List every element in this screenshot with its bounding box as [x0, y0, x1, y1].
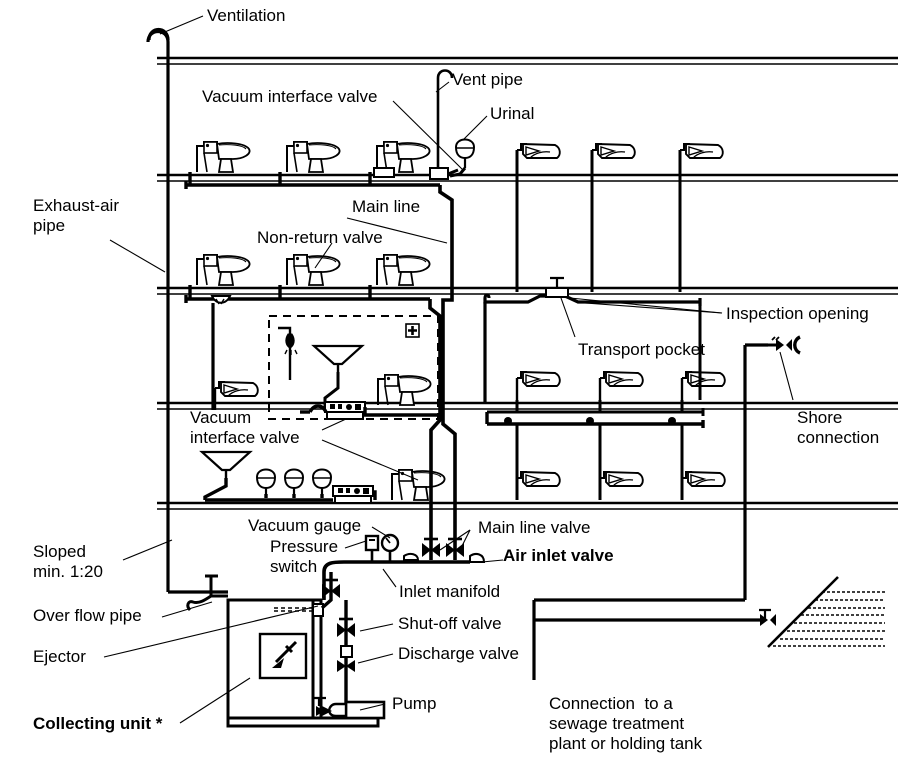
label-vacuum-gauge: Vacuum gauge [248, 516, 362, 535]
deck4-right-branch [487, 400, 705, 416]
main-line-riser [438, 185, 457, 560]
deck-5 [157, 501, 898, 510]
washbasin-fixture [680, 470, 726, 502]
viv-deck2 [373, 167, 395, 178]
deck-3 [157, 286, 898, 295]
inspection-opening-icon [586, 417, 594, 425]
washbasin-fixture [590, 142, 636, 174]
label-pressure-switch: Pressure switch [270, 537, 339, 576]
label-urinal: Urinal [490, 104, 535, 123]
shower-head-fixture [278, 326, 298, 380]
inlet-manifold [322, 560, 470, 600]
washbasin-fixture [213, 380, 259, 412]
deck2-left-wc-group [184, 141, 440, 189]
vent-pipe-riser [436, 69, 454, 170]
toilet-fixture [286, 254, 341, 286]
sink-fixture [200, 450, 252, 480]
label-vacuum-interface-valve-top: Vacuum interface valve [202, 87, 378, 106]
label-discharge-valve: Discharge valve [398, 644, 519, 663]
main-line-riser-b [428, 299, 442, 560]
shore-connection-coupling-icon [768, 335, 801, 355]
washbasin-fixture [515, 142, 561, 174]
urinal-fixture [454, 138, 476, 170]
label-vent-pipe: Vent pipe [452, 70, 523, 89]
pressure-switch-icon [364, 534, 380, 562]
washbasin-fixture [598, 470, 644, 502]
deck-2 [157, 173, 898, 182]
label-inlet-manifold: Inlet manifold [399, 582, 501, 601]
toilet-fixture [196, 254, 251, 286]
transport-pocket [545, 276, 569, 298]
discharge-main-run [532, 598, 765, 680]
unit-outlet-line [300, 404, 443, 417]
leader-lines [103, 15, 794, 724]
collecting-unit [226, 598, 380, 728]
label-main-line: Main line [352, 197, 421, 216]
vacuum-interface-valve [324, 401, 366, 420]
label-shut-off-valve: Shut-off valve [398, 614, 502, 633]
label-transport-pocket: Transport pocket [578, 340, 705, 359]
ejector-arrow-icon [272, 640, 298, 668]
toilet-fixture [286, 141, 341, 173]
deck5-right-basin-group [515, 470, 726, 502]
air-inlet-valve-icon-2 [469, 553, 486, 563]
label-air-inlet-valve: Air inlet valve [503, 546, 614, 565]
toilet-fixture [377, 374, 432, 406]
discharge-valve [337, 645, 355, 672]
vacuum-interface-valve [332, 485, 374, 504]
deck2-right-drops [515, 150, 682, 292]
washbasin-fixture [515, 370, 561, 402]
medical-cross-icon [405, 323, 420, 338]
deck4-secondary-branch [485, 412, 705, 428]
deck5-left-group [200, 450, 446, 504]
vacuum-gauge-icon [380, 533, 400, 562]
label-ventilation: Ventilation [207, 6, 286, 25]
toilet-fixture [391, 469, 446, 501]
urinal-fixture [283, 468, 305, 500]
inspection-opening-icon [504, 417, 512, 425]
washbasin-fixture [515, 470, 561, 502]
toilet-fixture [376, 254, 431, 286]
deck2-branch-line [184, 172, 440, 189]
label-inspection-opening: Inspection opening [726, 304, 869, 323]
deck3-left-wc-group [184, 254, 431, 305]
deck2-right-basin-group [515, 142, 724, 292]
viv-unit [324, 401, 366, 420]
washbasin-fixture [680, 370, 726, 402]
non-return-valve [210, 295, 232, 305]
vent-pipe-base [429, 167, 449, 180]
shore-connection-riser [743, 343, 768, 600]
label-pump: Pump [392, 694, 437, 713]
pump [313, 696, 386, 720]
label-sloped: Sloped min. 1:20 [33, 542, 103, 581]
deck-4 [157, 401, 898, 410]
deck-1 [157, 56, 898, 65]
washbasin-fixture [678, 142, 724, 174]
overboard-discharge-valve-icon [759, 608, 776, 626]
label-ejector: Ejector [33, 647, 86, 666]
inspection-opening-icon [668, 417, 676, 425]
label-non-return-valve: Non-return valve [257, 228, 383, 247]
sea-water-hatching [767, 576, 885, 648]
exhaust-air-riser [146, 29, 170, 592]
label-exhaust-air-pipe: Exhaust-air pipe [33, 196, 119, 235]
deck5-branch-line [203, 478, 377, 502]
ventilation-goose-neck [147, 27, 170, 41]
over-flow-pipe [186, 574, 228, 612]
urinal-fixture [311, 468, 333, 500]
label-collecting-unit: Collecting unit * [33, 714, 163, 733]
label-shore-connection: Shore connection [797, 408, 880, 447]
label-vacuum-interface-valve-mid: Vacuum interface valve [190, 408, 300, 447]
label-main-line-valve: Main line valve [478, 518, 591, 537]
label-connection-note: Connection to a sewage treatment plant o… [549, 694, 703, 753]
washbasin-fixture [598, 370, 644, 402]
air-inlet-valve-icon [403, 552, 420, 561]
urinal-fixture [255, 468, 277, 500]
toilet-fixture [196, 141, 251, 173]
label-over-flow-pipe: Over flow pipe [33, 606, 142, 625]
sink-fixture [312, 344, 364, 374]
